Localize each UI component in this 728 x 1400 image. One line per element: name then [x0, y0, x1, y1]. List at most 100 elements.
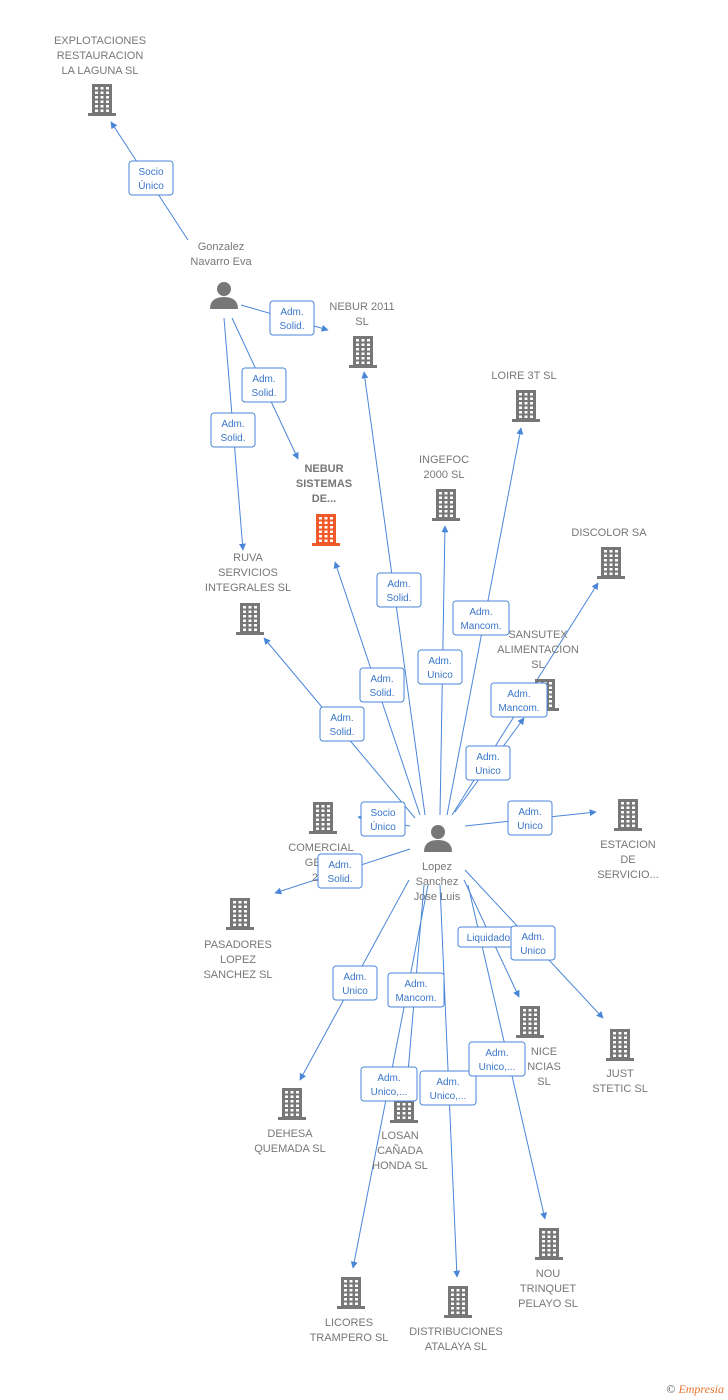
edge-label-box [319, 706, 365, 742]
edge-label-text: Adm. [436, 1077, 459, 1088]
edge-label-text: Adm. [507, 689, 530, 700]
building-window [534, 1022, 537, 1025]
edge-label-lopez-estacion[interactable]: Adm.Unico [507, 800, 553, 836]
node-label-line: 2000 SL [424, 469, 465, 481]
building-window [528, 1009, 532, 1012]
building-window [248, 624, 252, 627]
edge-label-gonzalez-nebursistemas[interactable]: Adm.Solid. [241, 367, 287, 403]
building-window [549, 682, 552, 685]
building-window [316, 809, 319, 812]
edge-label-lopez-discolor[interactable]: Adm. Mancom. [490, 682, 548, 718]
node-label-line: COMERCIAL [288, 842, 353, 854]
brand-logo[interactable]: Empresia [678, 1382, 724, 1396]
building-window [321, 814, 325, 817]
building-window [519, 393, 522, 396]
building-window [324, 521, 328, 524]
footer-branding: © Empresia [666, 1382, 724, 1397]
node-estacion[interactable]: ESTACIONDESERVICIO... [597, 799, 659, 881]
building-window [609, 550, 613, 553]
edge-labels-layer: SocioÚnicoAdm.Solid.Adm.Solid.Adm.Solid.… [128, 160, 556, 1106]
building-window [621, 806, 624, 809]
building-window [327, 818, 330, 821]
building-window [553, 1240, 556, 1243]
building-window [618, 1041, 622, 1044]
building-window [361, 352, 365, 355]
edge-label-box [269, 300, 315, 336]
building-window [330, 517, 333, 520]
edge-label-text: Adm. [252, 374, 275, 385]
building-window [327, 823, 330, 826]
building-window [248, 615, 252, 618]
building-window [613, 1054, 616, 1057]
building-window [621, 802, 624, 805]
node-nebursistemas[interactable]: NEBURSISTEMASDE... [296, 463, 352, 546]
building-window [254, 610, 257, 613]
edge-label-lopez-dehesa[interactable]: Adm.Unico [332, 965, 378, 1001]
node-loire[interactable]: LOIRE 3T SL [491, 370, 557, 422]
edge-label-lopez-ingefoc[interactable]: Adm.Unico [417, 649, 463, 685]
edge-label-lopez-distribuciones[interactable]: Adm.Unico,... [419, 1070, 477, 1106]
building-base [516, 1035, 544, 1038]
building-window [296, 1100, 299, 1103]
building-window [632, 815, 635, 818]
edge-label-lopez-loire[interactable]: Adm.Mancom. [452, 600, 510, 636]
building-icon [432, 489, 460, 521]
building-window [100, 109, 104, 112]
building-window [609, 563, 613, 566]
edge-label-lopez-juststetic[interactable]: Adm.Unico [510, 925, 556, 961]
building-base [278, 1117, 306, 1120]
building-window [330, 535, 333, 538]
edge-label-text: Mancom. [498, 703, 539, 714]
building-window [439, 496, 442, 499]
edge-label-lopez-licores[interactable]: Adm.Unico,... [360, 1066, 418, 1102]
building-window [95, 100, 98, 103]
edge-label-gonzalez-ruva[interactable]: Adm.Solid. [210, 412, 256, 448]
building-window [534, 1018, 537, 1021]
building-window [439, 510, 442, 513]
building-window [356, 361, 359, 364]
edge-label-lopez-nou[interactable]: Adm.Unico,... [468, 1041, 526, 1077]
building-window [330, 521, 333, 524]
building-window [248, 619, 252, 622]
building-window [349, 1293, 353, 1296]
building-window [462, 1289, 465, 1292]
edge-label-lopez-losan[interactable]: Adm.Mancom. [387, 972, 445, 1008]
building-window [355, 1302, 358, 1305]
node-label-line: JUST [606, 1068, 634, 1080]
building-window [321, 805, 325, 808]
edge-label-lopez-sansutex[interactable]: Adm.Unico [465, 745, 511, 781]
edge-label-lopez-pasadores[interactable]: Adm.Solid. [317, 853, 363, 889]
edge-label-gonzalez-nebur2011[interactable]: Adm.Solid. [269, 300, 315, 336]
node-discolor[interactable]: DISCOLOR SA [571, 527, 647, 579]
building-window [290, 1100, 294, 1103]
building-window [244, 919, 247, 922]
building-window [519, 406, 522, 409]
building-window [451, 1302, 454, 1305]
building-window [106, 109, 109, 112]
building-window [444, 501, 448, 504]
building-window [367, 339, 370, 342]
edge-label-lopez-nebur2011[interactable]: Adm.Solid. [376, 572, 422, 608]
edge-label-lopez-nebursistemas[interactable]: Adm.Solid. [359, 667, 405, 703]
edge-label-lopez-nice[interactable]: Liquidador [457, 926, 523, 948]
edge-label-text: Adm. [476, 752, 499, 763]
building-window [349, 1302, 353, 1305]
edge-label-lopez-ruva[interactable]: Adm.Solid. [319, 706, 365, 742]
